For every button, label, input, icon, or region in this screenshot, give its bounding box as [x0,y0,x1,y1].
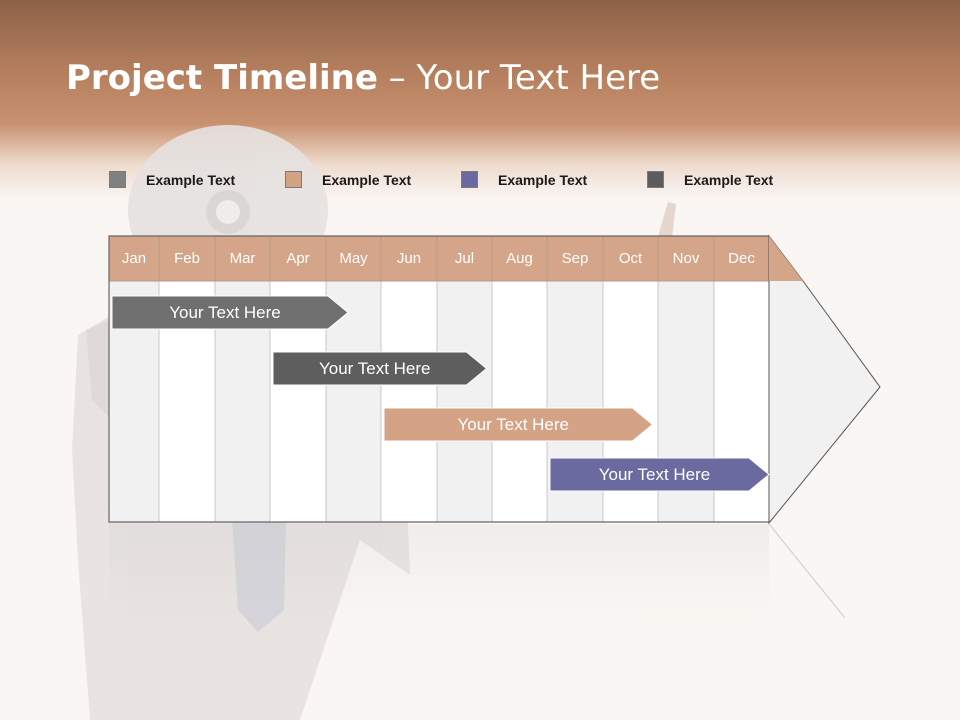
month-label: Feb [174,250,200,267]
month-label: Dec [728,250,755,267]
month-header-cell [269,235,327,282]
month-label: Jan [121,250,147,267]
month-label: Apr [286,250,310,267]
month-label: Jun [396,250,422,267]
task-bar-label: Your Text Here [598,465,711,484]
legend-label: Example Text [684,172,774,188]
task-bar-label: Your Text Here [169,303,281,322]
task-bar-label: Your Text Here [457,415,569,434]
month-header-cell [436,235,493,282]
month-label: Mar [229,250,256,267]
month-header-cell [158,235,216,282]
month-label: Oct [618,250,643,267]
month-label: May [339,250,368,267]
month-label: Nov [672,250,700,267]
timeline-frame [108,235,769,523]
page-title: Project Timeline – Your Text Here [66,58,661,98]
task-bar-label: Your Text Here [318,359,431,378]
arrow-head-cap [769,236,803,281]
task-bar [111,295,349,330]
timeline-reflection [109,524,769,624]
task-bar [272,351,488,386]
reflection-line [768,523,846,619]
timeline-arrow-head [768,234,881,525]
month-label: Jul [454,250,475,267]
month-column [491,280,548,523]
task-bar [383,407,654,442]
legend-swatch [461,171,478,188]
month-column [436,280,493,523]
month-header-cell [380,235,438,282]
task-bar [549,457,770,492]
month-label: Aug [506,250,533,267]
legend-swatch [285,171,302,188]
month-header-cell [657,235,715,282]
month-header-cell [325,235,382,282]
month-label: Sep [561,250,589,267]
legend-label: Example Text [146,172,236,188]
legend-swatch [647,171,664,188]
month-column [380,280,438,523]
legend-label: Example Text [498,172,588,188]
legend-swatch [109,171,126,188]
legend-label: Example Text [322,172,412,188]
